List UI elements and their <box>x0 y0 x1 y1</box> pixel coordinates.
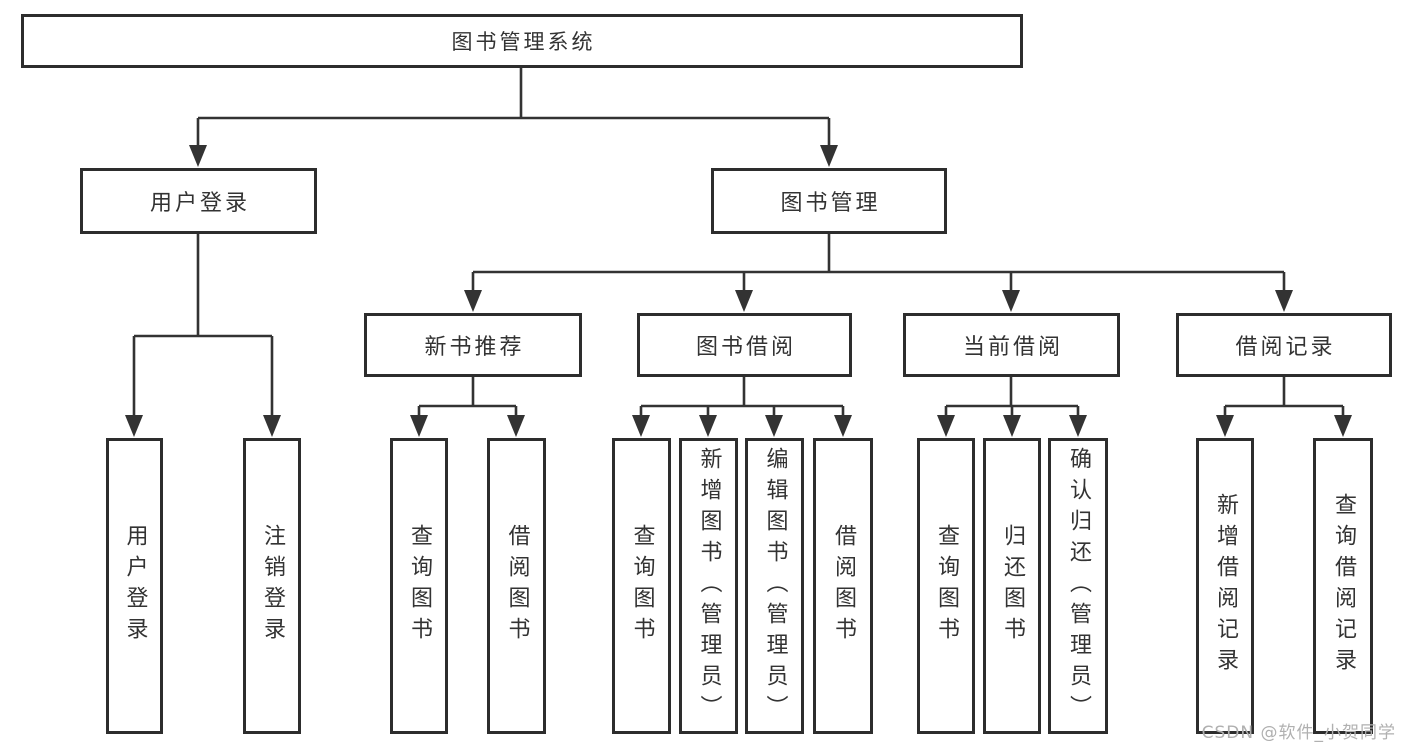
connector-root-to-level2 <box>189 68 838 167</box>
node-book-management-label: 图书管理 <box>780 191 881 216</box>
connector-current-borrowing-children <box>937 377 1087 437</box>
leaf-confirm-return-admin: 确认归还（管理员） <box>1048 438 1108 734</box>
leaf-query-books-current: 查询图书 <box>917 438 975 734</box>
leaf-logout-login: 注销登录 <box>243 438 301 734</box>
leaf-borrow-books-recommend: 借阅图书 <box>487 438 546 734</box>
node-current-borrowing: 当前借阅 <box>903 313 1120 377</box>
node-new-book-recommendation: 新书推荐 <box>364 313 582 377</box>
node-new-book-recommendation-label: 新书推荐 <box>424 335 525 360</box>
watermark: CSDN @软件_小贺同学 <box>1201 723 1396 743</box>
node-borrowing-records-label: 借阅记录 <box>1235 335 1336 360</box>
leaf-query-books-current-label: 查询图书 <box>934 524 959 648</box>
node-book-management: 图书管理 <box>711 168 947 234</box>
leaf-add-borrowing-record: 新增借阅记录 <box>1196 438 1254 734</box>
node-borrowing-records: 借阅记录 <box>1176 313 1392 377</box>
leaf-add-books-admin-label: 新增图书（管理员） <box>696 446 722 726</box>
node-library-management-system-label: 图书管理系统 <box>451 30 596 54</box>
leaf-borrow-books-borrowing: 借阅图书 <box>813 438 873 734</box>
connector-user-login-children <box>125 234 281 437</box>
leaf-edit-books-admin: 编辑图书（管理员） <box>745 438 804 734</box>
leaf-query-books-borrowing: 查询图书 <box>612 438 671 734</box>
leaf-query-books-borrowing-label: 查询图书 <box>629 524 655 648</box>
connector-book-borrowing-children <box>632 377 852 437</box>
leaf-borrow-books-recommend-label: 借阅图书 <box>504 524 530 648</box>
node-book-borrowing-label: 图书借阅 <box>695 335 796 360</box>
leaf-query-borrowing-record: 查询借阅记录 <box>1313 438 1373 734</box>
leaf-user-login: 用户登录 <box>106 438 163 734</box>
leaf-logout-login-label: 注销登录 <box>260 524 285 648</box>
connector-borrowing-records-children <box>1216 377 1352 437</box>
leaf-add-books-admin: 新增图书（管理员） <box>679 438 738 734</box>
leaf-return-books-label: 归还图书 <box>1000 524 1025 648</box>
leaf-query-books-recommend: 查询图书 <box>390 438 448 734</box>
connector-book-management-children <box>464 234 1293 312</box>
leaf-user-login-label: 用户登录 <box>122 524 148 648</box>
leaf-borrow-books-borrowing-label: 借阅图书 <box>831 524 856 648</box>
leaf-return-books: 归还图书 <box>983 438 1041 734</box>
node-user-login: 用户登录 <box>80 168 317 234</box>
node-library-management-system: 图书管理系统 <box>21 14 1023 68</box>
leaf-query-borrowing-record-label: 查询借阅记录 <box>1331 493 1356 679</box>
leaf-confirm-return-admin-label: 确认归还（管理员） <box>1066 446 1091 726</box>
leaf-add-borrowing-record-label: 新增借阅记录 <box>1213 493 1238 679</box>
node-book-borrowing: 图书借阅 <box>637 313 852 377</box>
leaf-query-books-recommend-label: 查询图书 <box>407 524 432 648</box>
leaf-edit-books-admin-label: 编辑图书（管理员） <box>762 446 788 726</box>
node-current-borrowing-label: 当前借阅 <box>962 335 1063 360</box>
connector-new-book-recommendation-children <box>410 377 525 437</box>
node-user-login-label: 用户登录 <box>149 191 250 216</box>
